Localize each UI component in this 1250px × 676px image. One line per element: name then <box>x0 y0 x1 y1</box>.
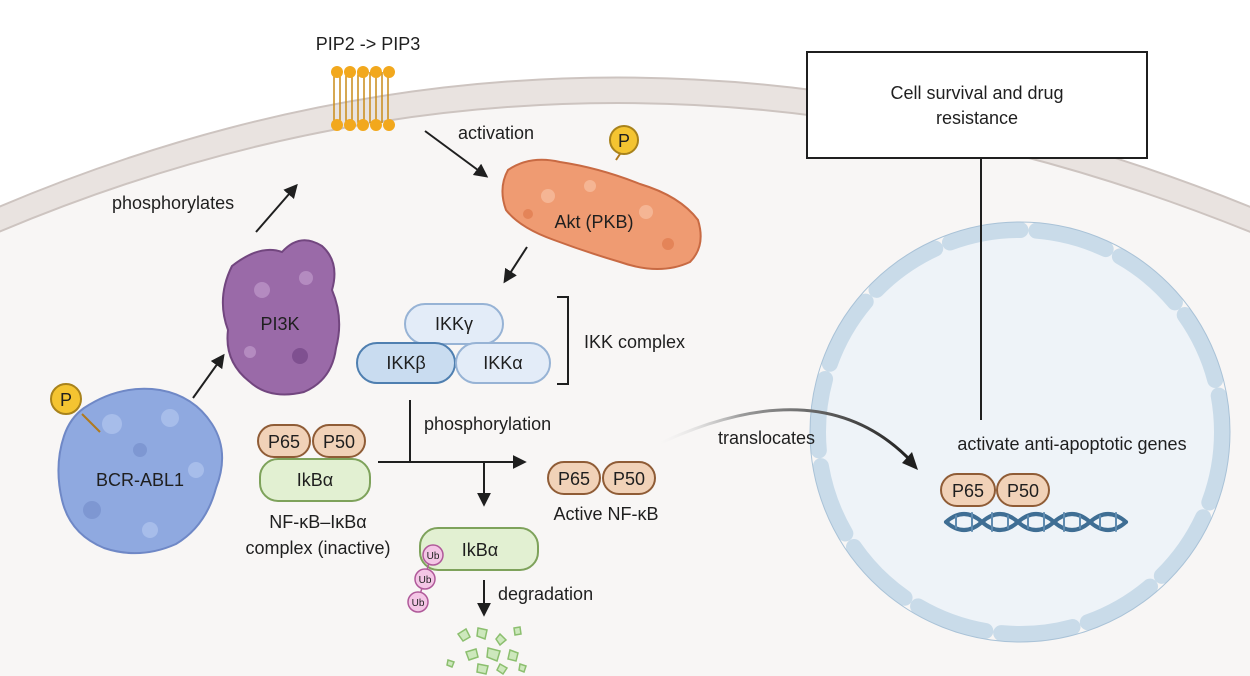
active-nfkb-label: Active NF-κB <box>553 504 658 524</box>
bcr-abl-protein <box>57 387 224 555</box>
active-p50-pill <box>602 461 656 495</box>
akt-protein <box>501 158 702 270</box>
membrane-outer-line <box>0 102 1250 233</box>
ub-icon-1 <box>422 544 444 566</box>
nuclear-p65-label: P65 <box>952 481 984 501</box>
pi3k-label: PI3K <box>260 314 299 334</box>
bcr-phospho-icon <box>50 383 82 415</box>
ub-label-2: Ub <box>419 575 432 586</box>
akt-phospho-label: P <box>618 131 630 151</box>
translocation-arrow <box>649 408 914 464</box>
degraded-fragments-icon <box>446 626 527 676</box>
nuclear-p65-pill <box>940 473 996 507</box>
arrow-akt-to-ikk <box>503 246 528 284</box>
phosphorylates-label: phosphorylates <box>112 193 234 213</box>
complex-p50-pill <box>312 424 366 458</box>
cell-survival-line1: Cell survival and drug <box>890 83 1063 103</box>
phosphorylation-label: phosphorylation <box>424 414 551 434</box>
complex-p65-label: P65 <box>268 432 300 452</box>
ub-label-1: Ub <box>427 551 440 562</box>
complex-p65-pill <box>257 424 311 458</box>
ub-label-3: Ub <box>412 598 425 609</box>
active-p50-label: P50 <box>613 469 645 489</box>
arrow-bcr-to-pi3k <box>192 353 225 399</box>
ikk-bracket <box>557 296 569 385</box>
ikk-complex-label: IKK complex <box>584 332 685 352</box>
ikk-gamma-pill <box>404 303 504 345</box>
activate-genes-label: activate anti-apoptotic genes <box>957 434 1186 454</box>
released-ikba-label: IkBα <box>462 540 498 560</box>
arrow-pi3k-to-pip <box>255 183 298 233</box>
nuclear-p50-label: P50 <box>1007 481 1039 501</box>
ub-icon-2 <box>414 568 436 590</box>
ub-icon-3 <box>407 591 429 613</box>
complex-ikba-label: IkBα <box>297 470 333 490</box>
complex-label-line1: NF-κB–IκBα <box>269 512 366 532</box>
activation-label: activation <box>458 123 534 143</box>
cell-survival-line2: resistance <box>936 108 1018 128</box>
bcr-abl-label: BCR-ABL1 <box>96 470 184 490</box>
translocates-label: translocates <box>718 428 815 448</box>
nucleus <box>809 221 1231 643</box>
akt-label: Akt (PKB) <box>554 212 633 232</box>
degradation-label: degradation <box>498 584 593 604</box>
translocation-arrowhead <box>902 452 918 470</box>
cell-survival-box <box>806 51 1148 159</box>
active-p65-label: P65 <box>558 469 590 489</box>
bcr-phospho-label: P <box>60 390 72 410</box>
ikk-alpha-pill <box>455 342 551 384</box>
ikk-beta-label: IKKβ <box>386 353 425 373</box>
bcr-phospho-stem <box>81 413 101 433</box>
complex-label-line2: complex (inactive) <box>245 538 390 558</box>
pip-label: PIP2 -> PIP3 <box>316 34 421 54</box>
complex-p50-label: P50 <box>323 432 355 452</box>
pip-lipid-icon <box>331 66 395 131</box>
ikk-gamma-label: IKKγ <box>435 314 473 334</box>
akt-phospho-icon <box>609 125 639 155</box>
dna-helix-icon <box>944 512 1128 532</box>
complex-ikba-pill <box>259 458 371 502</box>
arrow-pip-to-akt <box>424 130 489 178</box>
active-p65-pill <box>547 461 601 495</box>
released-ikba-pill <box>419 527 539 571</box>
nuclear-p50-pill <box>996 473 1050 507</box>
ikk-alpha-label: IKKα <box>483 353 522 373</box>
pi3k-protein <box>221 239 341 396</box>
